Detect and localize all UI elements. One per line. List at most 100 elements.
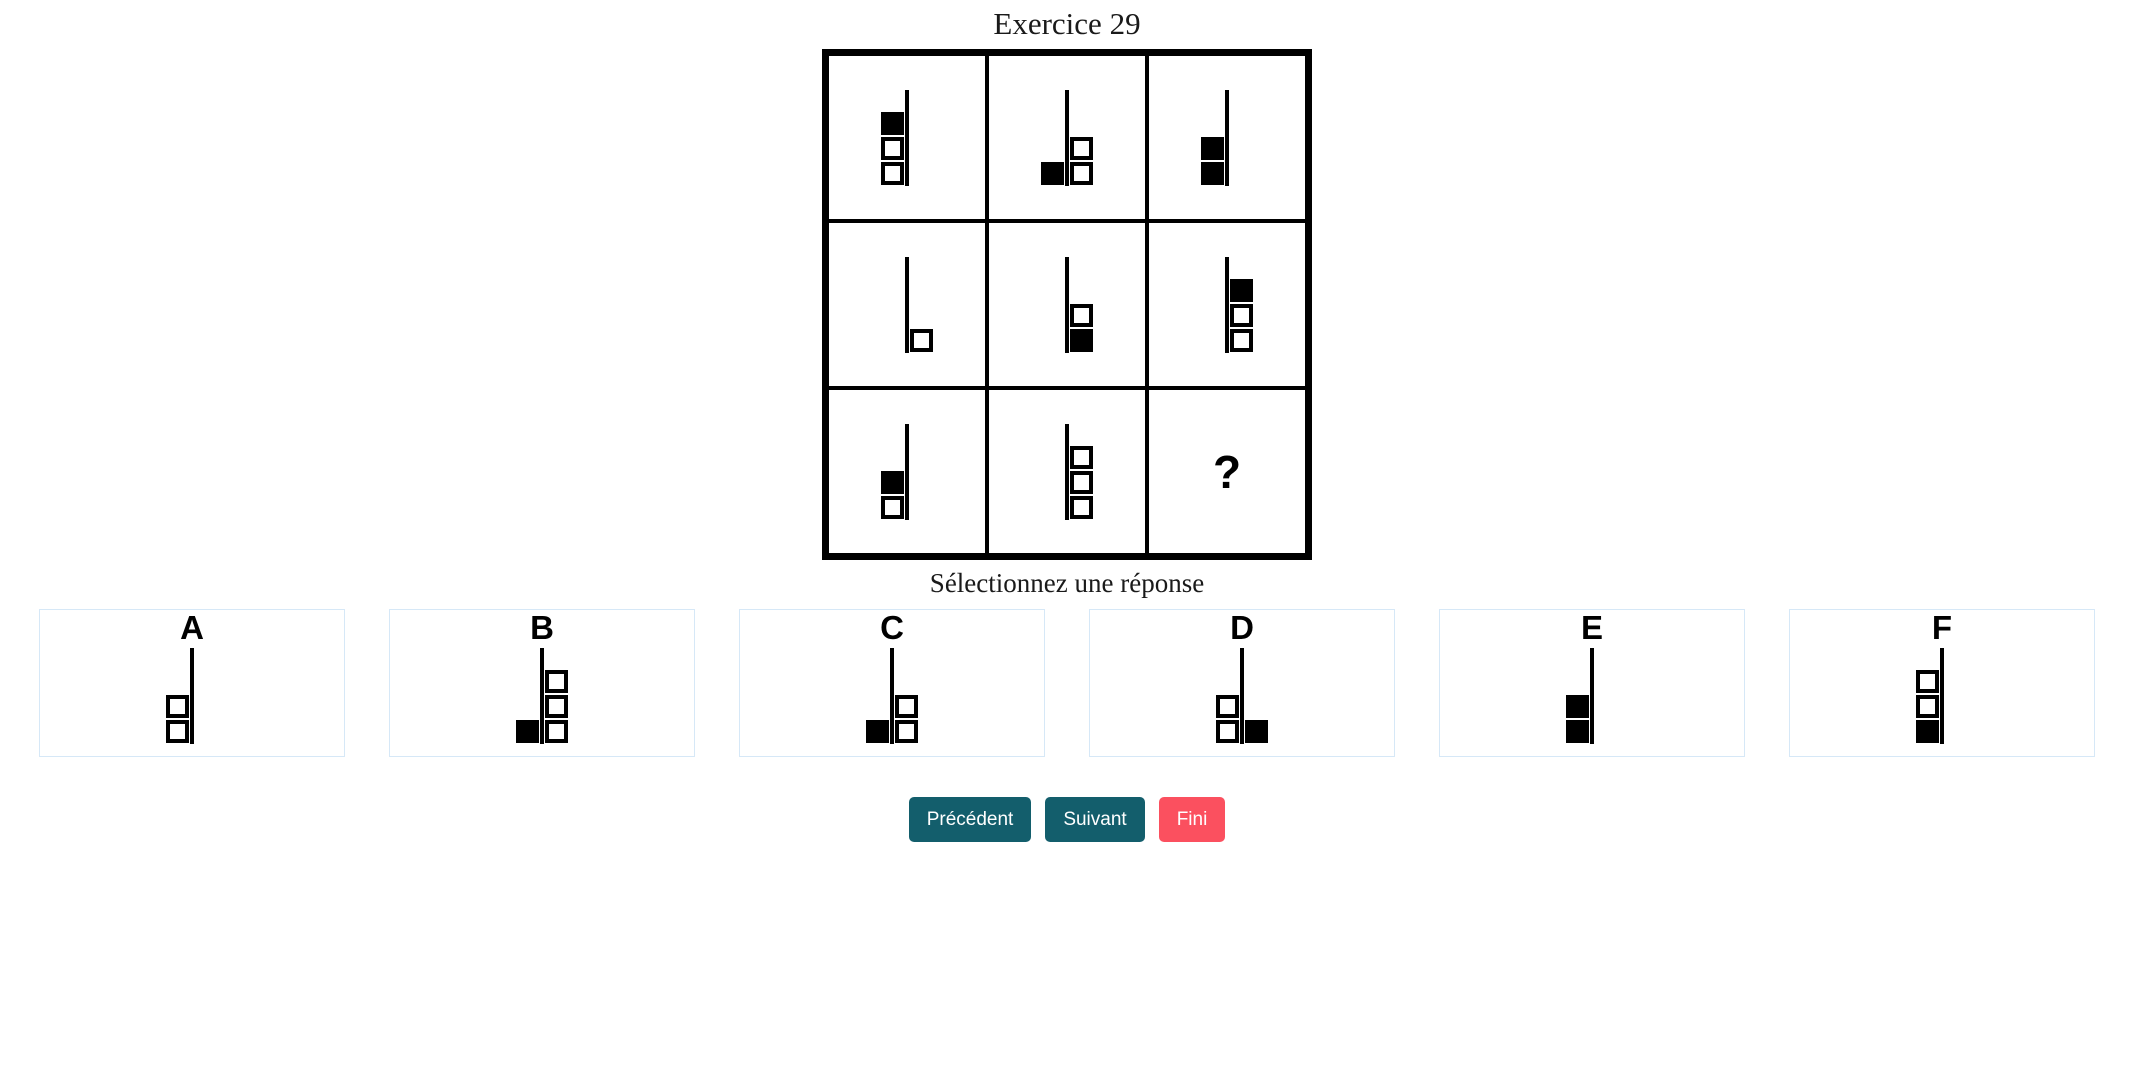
matrix-container: ? bbox=[0, 49, 2134, 560]
filled-square-icon bbox=[881, 111, 904, 135]
vertical-line-icon bbox=[540, 648, 544, 744]
option-f-row-2 bbox=[1882, 694, 2002, 719]
option-b-row-1 bbox=[482, 669, 602, 694]
matrix-cell-3-2-rows bbox=[1007, 445, 1127, 520]
answer-option-d[interactable]: D bbox=[1089, 609, 1395, 757]
empty-square-icon bbox=[881, 495, 904, 519]
option-f-row-3 bbox=[1882, 719, 2002, 744]
matrix-cell-1-1-figure bbox=[847, 78, 967, 198]
matrix-cell-2-1-row-2 bbox=[847, 303, 967, 328]
vertical-line-icon bbox=[905, 423, 909, 520]
page-title: Exercice 29 bbox=[993, 6, 1141, 41]
option-letter-a: A bbox=[180, 609, 204, 646]
option-letter-f: F bbox=[1931, 609, 1953, 646]
empty-square-icon bbox=[1070, 303, 1093, 327]
matrix-cell-1-1 bbox=[827, 54, 987, 221]
matrix-grid: ? bbox=[822, 49, 1312, 560]
answer-option-a[interactable]: A bbox=[39, 609, 345, 757]
answer-option-b[interactable]: B bbox=[389, 609, 695, 757]
matrix-cell-1-2-row-3 bbox=[1007, 161, 1127, 186]
empty-square-icon bbox=[1070, 136, 1093, 160]
empty-square-icon bbox=[881, 136, 904, 160]
option-d-figure bbox=[1182, 642, 1302, 752]
matrix-cell-1-3-row-1 bbox=[1167, 111, 1287, 136]
matrix-cell-3-3: ? bbox=[1147, 388, 1307, 555]
previous-button[interactable]: Précédent bbox=[908, 797, 1032, 842]
matrix-cell-1-2-figure bbox=[1007, 78, 1127, 198]
matrix-cell-3-2-row-3 bbox=[1007, 495, 1127, 520]
vertical-line-icon bbox=[1225, 89, 1229, 186]
vertical-line-icon bbox=[1065, 423, 1069, 520]
empty-square-icon bbox=[1216, 720, 1239, 743]
next-button[interactable]: Suivant bbox=[1045, 797, 1145, 842]
matrix-cell-3-2 bbox=[987, 388, 1147, 555]
matrix-cell-1-1-row-3 bbox=[847, 161, 967, 186]
answer-option-f[interactable]: F bbox=[1789, 609, 2095, 757]
option-letter-e: E bbox=[1580, 609, 1603, 646]
matrix-cell-1-3-row-3 bbox=[1167, 161, 1287, 186]
answer-option-c[interactable]: C bbox=[739, 609, 1045, 757]
option-c-row-1 bbox=[832, 669, 952, 694]
answer-options-row: A B C D E F bbox=[0, 609, 2134, 757]
option-b-row-2 bbox=[482, 694, 602, 719]
matrix-cell-2-1-rows bbox=[847, 278, 967, 353]
option-d-row-3 bbox=[1182, 719, 1302, 744]
matrix-cell-2-2-row-2 bbox=[1007, 303, 1127, 328]
vertical-line-icon bbox=[1065, 89, 1069, 186]
matrix-cell-1-2-rows bbox=[1007, 111, 1127, 186]
matrix-cell-1-2-row-1 bbox=[1007, 111, 1127, 136]
matrix-cell-1-3-row-2 bbox=[1167, 136, 1287, 161]
matrix-cell-2-3-row-2 bbox=[1167, 303, 1287, 328]
vertical-line-icon bbox=[1225, 256, 1229, 353]
matrix-cell-2-3-rows bbox=[1167, 278, 1287, 353]
option-b-row-3 bbox=[482, 719, 602, 744]
option-d-rows bbox=[1182, 669, 1302, 744]
filled-square-icon bbox=[1070, 328, 1093, 352]
option-e-row-3 bbox=[1532, 719, 1652, 744]
option-a-row-3 bbox=[132, 719, 252, 744]
matrix-cell-2-3-row-3 bbox=[1167, 328, 1287, 353]
matrix-cell-2-1-row-3 bbox=[847, 328, 967, 353]
navigation-buttons: Précédent Suivant Fini bbox=[0, 797, 2134, 842]
empty-square-icon bbox=[895, 720, 918, 743]
option-letter-b: B bbox=[530, 609, 554, 646]
filled-square-icon bbox=[516, 720, 539, 743]
matrix-cell-2-1-figure bbox=[847, 245, 967, 365]
matrix-cell-3-1-row-1 bbox=[847, 445, 967, 470]
answer-option-e[interactable]: E bbox=[1439, 609, 1745, 757]
filled-square-icon bbox=[1916, 720, 1939, 743]
matrix-cell-2-1-row-1 bbox=[847, 278, 967, 303]
option-c-row-3 bbox=[832, 719, 952, 744]
empty-square-icon bbox=[910, 328, 933, 352]
vertical-line-icon bbox=[905, 89, 909, 186]
empty-square-icon bbox=[545, 670, 568, 693]
matrix-cell-1-1-row-1 bbox=[847, 111, 967, 136]
matrix-cell-1-2 bbox=[987, 54, 1147, 221]
matrix-cell-1-3 bbox=[1147, 54, 1307, 221]
vertical-line-icon bbox=[1065, 256, 1069, 353]
option-a-row-1 bbox=[132, 669, 252, 694]
filled-square-icon bbox=[1566, 695, 1589, 718]
empty-square-icon bbox=[1916, 670, 1939, 693]
option-f-rows bbox=[1882, 669, 2002, 744]
vertical-line-icon bbox=[1590, 648, 1594, 744]
matrix-cell-2-3 bbox=[1147, 221, 1307, 388]
filled-square-icon bbox=[1201, 161, 1224, 185]
empty-square-icon bbox=[545, 720, 568, 743]
empty-square-icon bbox=[1070, 161, 1093, 185]
matrix-cell-2-2-row-1 bbox=[1007, 278, 1127, 303]
empty-square-icon bbox=[545, 695, 568, 718]
option-b-rows bbox=[482, 669, 602, 744]
matrix-cell-3-2-row-2 bbox=[1007, 470, 1127, 495]
select-answer-prompt: Sélectionnez une réponse bbox=[929, 568, 1205, 598]
option-a-row-2 bbox=[132, 694, 252, 719]
option-e-rows bbox=[1532, 669, 1652, 744]
empty-square-icon bbox=[1070, 470, 1093, 494]
option-letter-c: C bbox=[880, 609, 904, 646]
option-f-figure bbox=[1882, 642, 2002, 752]
done-button[interactable]: Fini bbox=[1158, 797, 1226, 842]
empty-square-icon bbox=[881, 161, 904, 185]
option-a-figure bbox=[132, 642, 252, 752]
empty-square-icon bbox=[1070, 445, 1093, 469]
matrix-cell-3-1-figure bbox=[847, 412, 967, 532]
